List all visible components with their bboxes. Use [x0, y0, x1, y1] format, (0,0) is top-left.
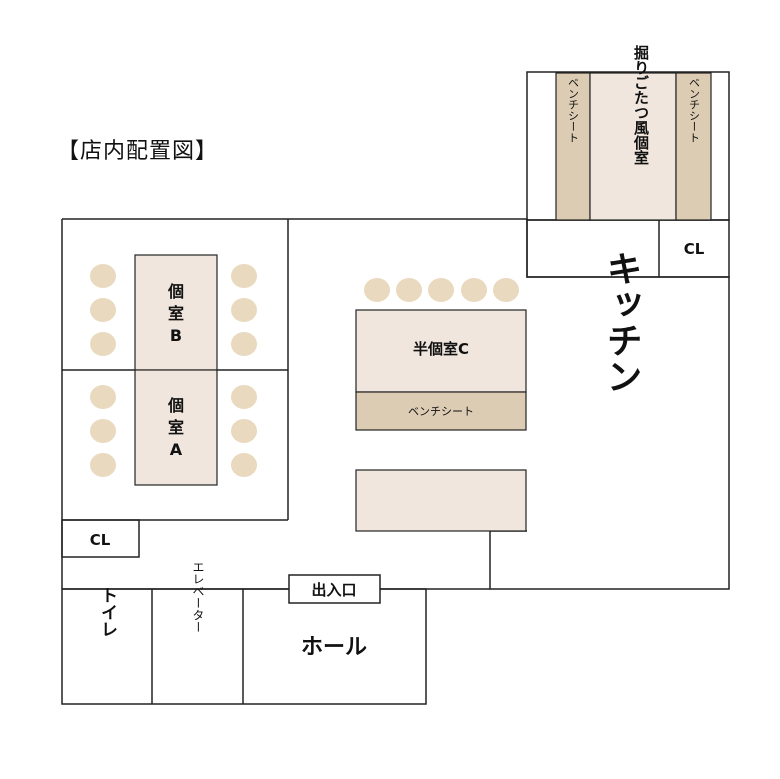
- private-b-label-2: 室: [168, 304, 184, 323]
- page-title: 【店内配置図】: [57, 139, 219, 164]
- horigotatsu-table: [589, 72, 677, 221]
- bench-c-label: ベンチシート: [408, 405, 474, 418]
- stool: [90, 332, 116, 356]
- stool: [90, 298, 116, 322]
- cl-bottom-box: [61, 519, 140, 558]
- elevator-label: エレベーター: [191, 561, 205, 633]
- cl-top-label: CL: [684, 240, 705, 258]
- stools-c: [364, 278, 519, 302]
- stool: [90, 453, 116, 477]
- counter-table: [355, 469, 527, 532]
- stool: [231, 298, 257, 322]
- hall-label: ホール: [301, 635, 367, 660]
- private-b-label-1: 個: [167, 282, 184, 301]
- stool: [493, 278, 519, 302]
- stool: [231, 453, 257, 477]
- stool: [90, 264, 116, 288]
- bench-seat-left: [555, 72, 591, 221]
- private-a-label-1: 個: [167, 396, 184, 415]
- private-a-label-2: 室: [168, 418, 184, 437]
- stool: [90, 385, 116, 409]
- stool: [231, 264, 257, 288]
- bench-seat-c: [355, 391, 527, 431]
- toilet-label: トイレ: [97, 587, 117, 638]
- stool: [428, 278, 454, 302]
- bench-seat-right: [675, 72, 712, 221]
- stool: [396, 278, 422, 302]
- private-room-a-table: [134, 369, 218, 486]
- semi-private-c-table: [355, 309, 527, 393]
- stool: [461, 278, 487, 302]
- kitchen-label: キッチン: [601, 250, 642, 394]
- private-a-label-3: A: [170, 440, 183, 459]
- stool: [364, 278, 390, 302]
- semi-private-c-label: 半個室C: [413, 340, 469, 358]
- stool: [90, 419, 116, 443]
- entrance-label: 出入口: [311, 581, 356, 599]
- stools-right: [231, 264, 257, 477]
- stools-left: [90, 264, 116, 477]
- stool: [231, 332, 257, 356]
- entrance-box: [288, 574, 381, 604]
- stool: [231, 419, 257, 443]
- stool: [231, 385, 257, 409]
- horigotatsu-label: 掘りごたつ風個室: [632, 44, 650, 165]
- bench-right-label: ベンチシート: [688, 77, 701, 143]
- cl-bottom-label: CL: [90, 531, 111, 549]
- bench-left-label: ベンチシート: [567, 77, 580, 143]
- private-b-label-3: B: [170, 326, 182, 345]
